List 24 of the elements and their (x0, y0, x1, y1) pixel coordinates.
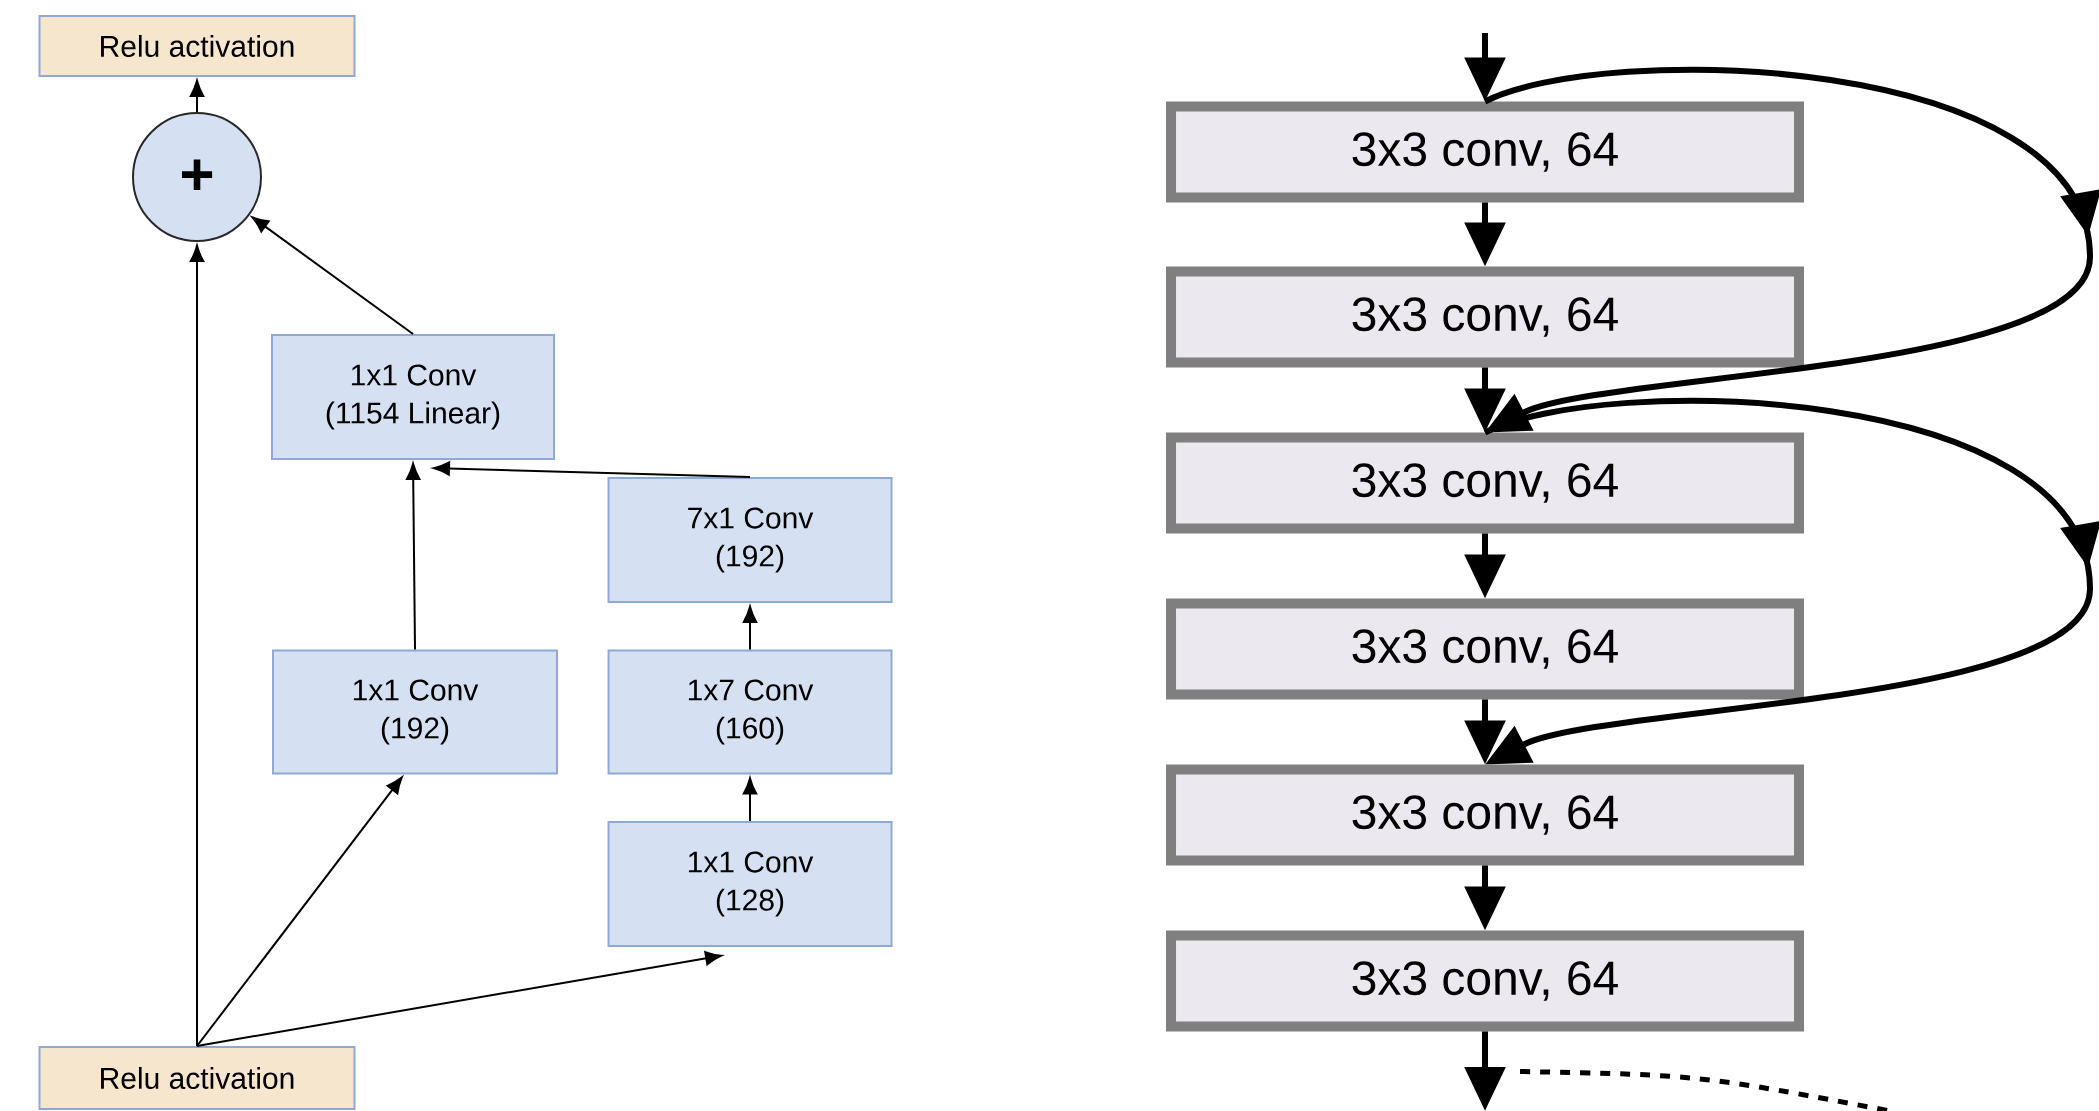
skip-connection-arrow (1483, 398, 2099, 765)
conv-layer-box: 3x3 conv, 64 (1166, 764, 1804, 866)
conv-layer-box: 3x3 conv, 64 (1166, 101, 1804, 203)
arrow (196, 951, 723, 1047)
layer-box: 7x1 Conv (192) (607, 477, 893, 603)
arrow (196, 776, 403, 1047)
arrow (432, 461, 751, 478)
layer-box: 1x1 Conv (128) (607, 821, 893, 947)
conv-layer-box: 3x3 conv, 64 (1166, 432, 1804, 534)
conv-layer-box: 3x3 conv, 64 (1166, 930, 1804, 1032)
arrow (742, 777, 758, 822)
layer-box: 1x1 Conv (192) (272, 649, 558, 775)
arrow (189, 244, 205, 1047)
layer-box: 1x7 Conv (160) (607, 649, 893, 775)
conv-layer-box: 3x3 conv, 64 (1166, 266, 1804, 368)
arrow (189, 79, 205, 113)
layer-box: 1x1 Conv (1154 Linear) (271, 334, 555, 460)
skip-connection-arrow (1483, 67, 2099, 433)
arrow (742, 605, 758, 651)
arrow (406, 462, 421, 651)
arrow (251, 216, 414, 335)
conv-layer-box: 3x3 conv, 64 (1166, 598, 1804, 700)
activation-box: Relu activation (38, 1046, 356, 1110)
activation-box: Relu activation (38, 15, 356, 77)
